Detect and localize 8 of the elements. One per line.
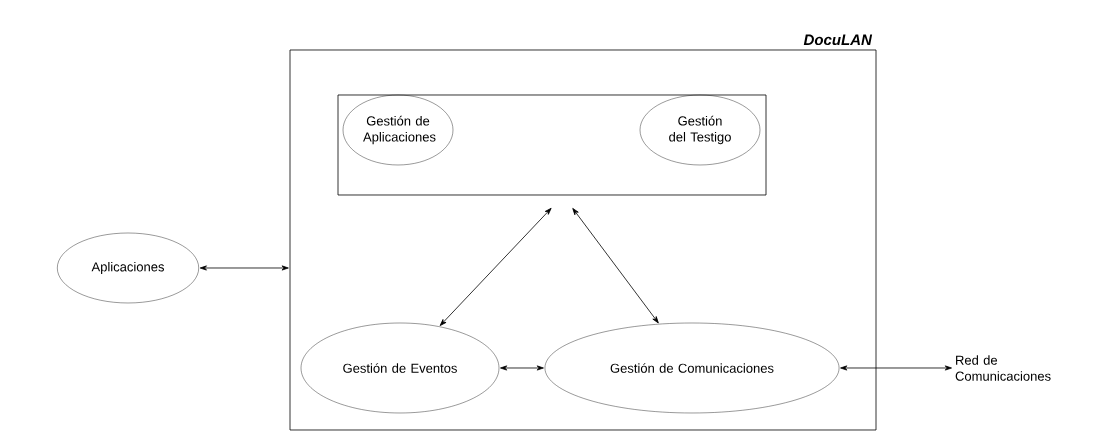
arrow [500,365,544,371]
group-box [337,94,767,196]
node-label: DocuLAN [803,34,873,46]
arrow [439,207,552,326]
arrow [199,265,289,271]
arrow [572,208,659,324]
network-label: Red de Comunicaciones [955,355,1051,381]
arrow [840,365,952,371]
